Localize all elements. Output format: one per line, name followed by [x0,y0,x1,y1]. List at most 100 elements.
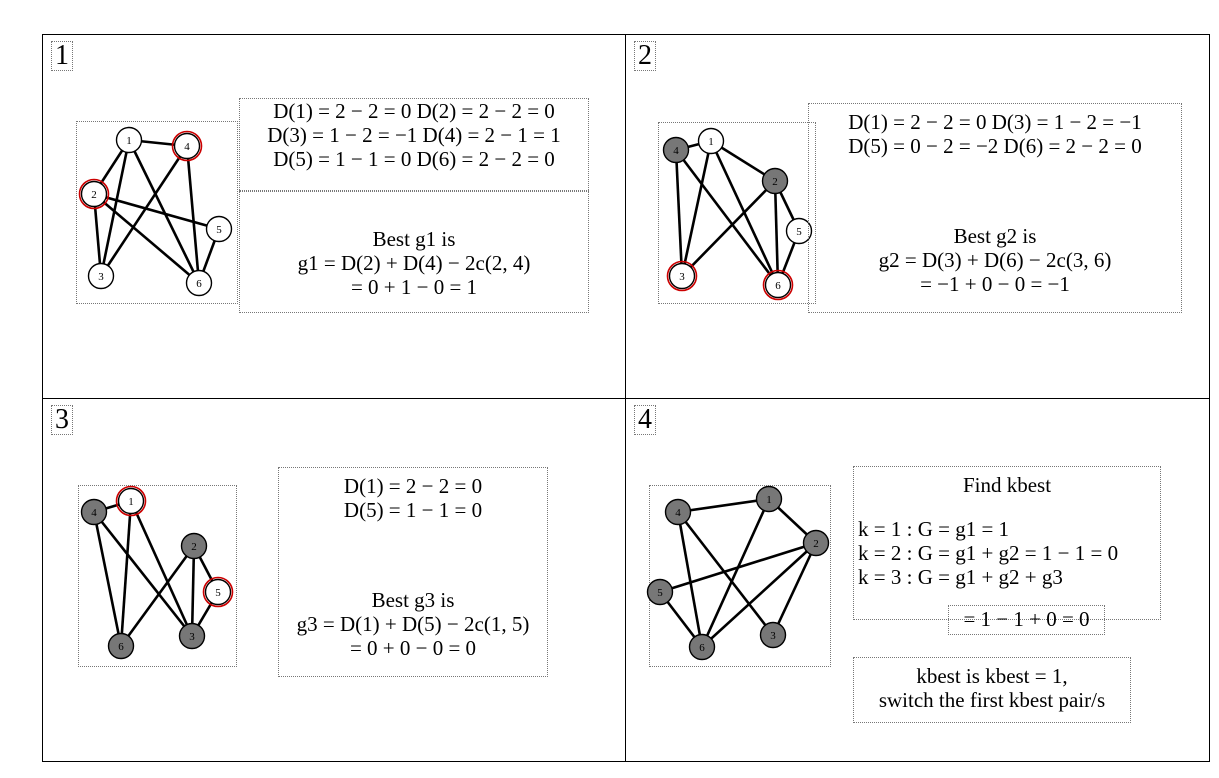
graph-area: 1 2 3 4 5 6 [646,485,831,667]
node-label: 2 [91,189,97,201]
result-line-2: switch the first kbest pair/s [878,688,1106,712]
best-formula: g3 = D(1) + D(5) − 2c(1, 5) [296,612,530,636]
highlight-ring [78,178,110,210]
node-2: 2 [78,178,110,210]
node-1: 1 [115,126,143,154]
best-title: Best g1 is [372,227,456,251]
node-circle [668,262,696,290]
node-label: 4 [675,507,681,519]
node-circle [664,498,692,526]
d-line: D(5) = 1 − 1 = 0 [343,498,483,522]
k-expr: G = g1 + g2 + g3 [917,565,1063,589]
k-label: k = 1 : [858,517,913,541]
edge-2-6 [773,180,780,286]
best-value: = 0 + 0 − 0 = 0 [349,636,477,660]
k3-value: = 1 − 1 + 0 = 0 [963,607,1090,631]
panel-number: 1 [51,41,73,71]
graph-area: 1 2 3 4 5 6 [76,121,238,304]
k-row: k = 1 : G = g1 = 1 [854,517,1160,541]
node-6: 6 [688,633,716,661]
edge-2-5 [659,541,817,594]
node-label: 3 [679,271,685,283]
node-circle [80,498,108,526]
d-values-box: D(1) = 2 − 2 = 0 D(5) = 1 − 1 = 0 Best g… [278,467,548,677]
edge-4-6 [676,511,704,648]
k-row: k = 2 : G = g1 + g2 = 1 − 1 = 0 [854,541,1160,565]
node-3: 3 [666,260,698,292]
node-circle [761,167,789,195]
node-6: 6 [107,632,135,660]
node-label: 2 [191,541,197,553]
edge-1-6 [127,139,201,284]
node-label: 5 [796,226,802,238]
node-label: 5 [657,587,663,599]
edge-4-3 [99,145,189,277]
node-2: 2 [802,529,830,557]
node-5: 5 [202,576,234,608]
node-2: 2 [180,532,208,560]
edge-1-6 [119,500,133,647]
node-label: 1 [126,135,132,147]
node-2: 2 [761,167,789,195]
node-4: 4 [664,498,692,526]
highlight-ring [666,260,698,292]
node-circle [185,269,213,297]
node-3: 3 [87,262,115,290]
node-label: 4 [673,145,679,157]
node-circle [802,529,830,557]
highlight-ring [202,576,234,608]
node-label: 1 [766,494,772,506]
edge-1-3 [129,500,194,637]
node-circle [205,215,233,243]
panel-4: 4 1 2 3 4 5 6 Find kbest k = 1 : G = g1 = 1 k… [625,398,1210,762]
graph: 1 2 3 4 5 6 [80,485,234,660]
edge-1-3 [680,140,713,277]
node-5: 5 [785,217,813,245]
best-formula: g1 = D(2) + D(4) − 2c(2, 4) [297,251,531,275]
panel-number: 3 [51,405,73,435]
node-5: 5 [646,578,674,606]
best-title: Best g3 is [371,588,455,612]
node-label: 2 [813,538,819,550]
node-label: 5 [215,587,221,599]
d-line: D(5) = 0 − 2 = −2 D(6) = 2 − 2 = 0 [848,134,1142,158]
edge-2-3 [190,545,196,637]
node-circle [646,578,674,606]
node-3: 3 [178,622,206,650]
node-circle [178,622,206,650]
node-circle [87,262,115,290]
best-formula: g2 = D(3) + D(6) − 2c(3, 6) [878,248,1112,272]
d-line: D(3) = 1 − 2 = −1 D(4) = 2 − 1 = 1 [267,123,561,147]
node-label: 3 [770,630,776,642]
node-label: 3 [98,271,104,283]
node-label: 3 [189,631,195,643]
node-label: 6 [196,278,202,290]
graph: 1 2 3 4 5 6 [646,485,830,661]
node-label: 1 [128,496,134,508]
edge-2-5 [93,192,220,231]
edge-4-3 [674,149,684,277]
node-circle [764,271,792,299]
result-box: kbest is kbest = 1, switch the first kbe… [853,657,1131,723]
edge-4-6 [674,149,780,286]
d-line: D(1) = 2 − 2 = 0 [343,474,483,498]
node-1: 1 [115,485,147,517]
node-label: 4 [184,141,190,153]
node-1: 1 [755,485,783,513]
node-label: 4 [91,507,97,519]
find-title: Find kbest [962,473,1052,497]
node-circle [180,532,208,560]
best-gain-box: Best g1 is g1 = D(2) + D(4) − 2c(2, 4) =… [239,190,589,313]
graph: 1 2 3 4 5 6 [78,126,233,297]
node-label: 6 [699,642,705,654]
highlight-ring [115,485,147,517]
node-5: 5 [205,215,233,243]
graph-area: 1 2 3 4 5 6 [78,485,237,667]
d-values-box: D(1) = 2 − 2 = 0 D(3) = 1 − 2 = −1 D(5) … [808,103,1182,313]
node-label: 1 [708,136,714,148]
d-values-box: D(1) = 2 − 2 = 0 D(2) = 2 − 2 = 0 D(3) =… [239,98,589,192]
node-1: 1 [697,127,725,155]
edge-2-6 [119,545,196,647]
